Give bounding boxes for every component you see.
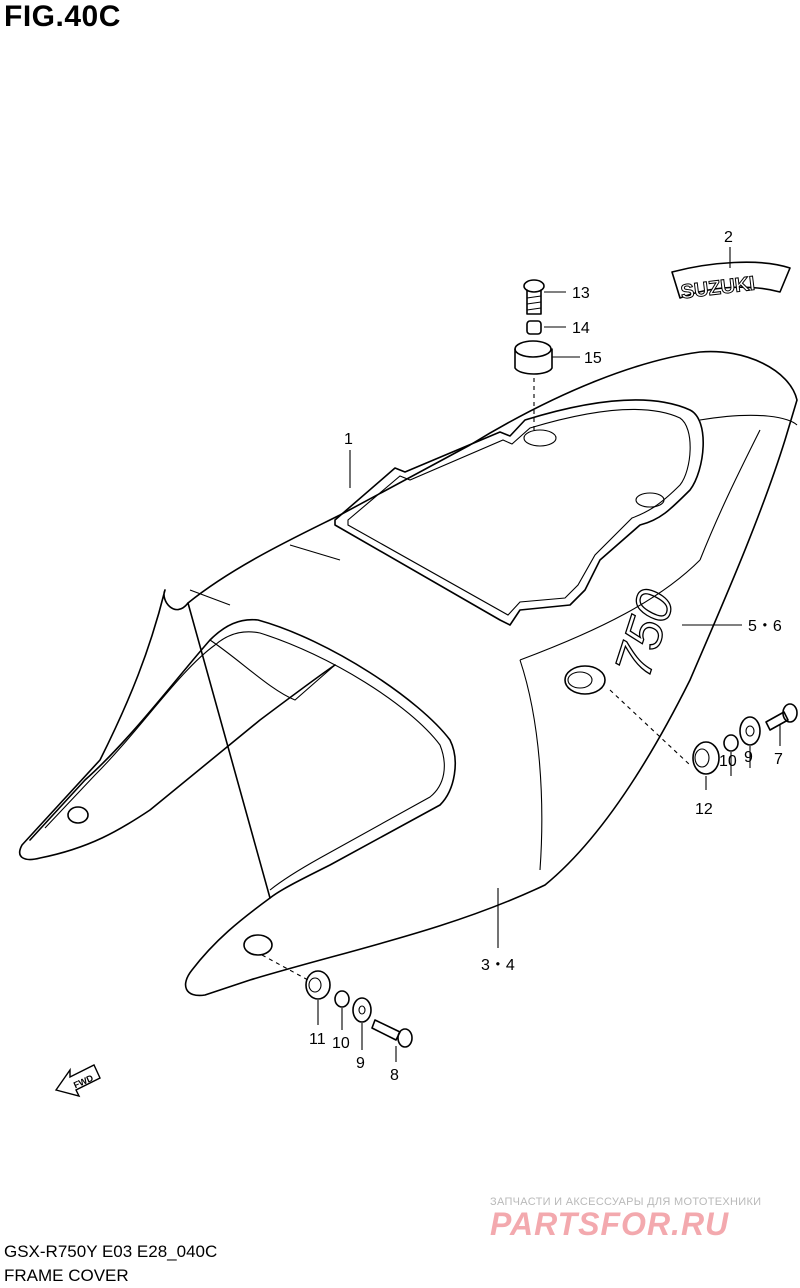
cover-750-marking: 750 (604, 583, 686, 684)
callout-9-right: 9 (744, 749, 753, 766)
callout-5-6: 5・6 (748, 618, 782, 635)
callout-3-4: 3・4 (481, 957, 515, 974)
screw-8 (371, 1019, 413, 1048)
callout-14: 14 (572, 320, 590, 337)
watermark-tagline: ЗАПЧАСТИ И АКСЕССУАРЫ ДЛЯ МОТОТЕХНИКИ (490, 1196, 762, 1208)
frame-cover-body (18, 350, 798, 997)
leader-lines (317, 247, 781, 1062)
emblem-text: SUZUKI (680, 273, 757, 304)
callout-13: 13 (572, 285, 590, 302)
model-code: GSX-R750Y E03 E28_040C (4, 1242, 218, 1261)
callout-15: 15 (584, 350, 602, 367)
callout-2: 2 (724, 229, 733, 246)
watermark-logo: PARTSFOR.RU (490, 1206, 730, 1242)
callout-7: 7 (774, 751, 783, 768)
collar-14 (526, 320, 542, 335)
screw-13 (523, 279, 545, 315)
callout-9-left: 9 (356, 1055, 365, 1072)
figure-title: FIG.40C (4, 0, 121, 33)
suzuki-emblem: SUZUKI (671, 261, 791, 304)
callout-10-right: 10 (719, 753, 737, 770)
screw-7 (765, 703, 798, 731)
washer-9-left (352, 997, 372, 1023)
section-name: FRAME COVER (4, 1266, 129, 1285)
callout-12: 12 (695, 801, 713, 818)
callout-8: 8 (390, 1067, 399, 1084)
collar-10-left (334, 990, 350, 1008)
grommet-12 (692, 741, 720, 775)
grommet-15 (514, 340, 553, 375)
washer-9-right (739, 716, 761, 746)
callout-1: 1 (344, 431, 353, 448)
diagram-footer: GSX-R750Y E03 E28_040C FRAME COVER (4, 1240, 217, 1288)
grommet-11 (305, 970, 331, 1000)
callout-10-left: 10 (332, 1035, 350, 1052)
fwd-arrow-icon: FWD (54, 1064, 101, 1098)
collar-10-right (723, 734, 739, 752)
callout-11: 11 (309, 1031, 326, 1048)
